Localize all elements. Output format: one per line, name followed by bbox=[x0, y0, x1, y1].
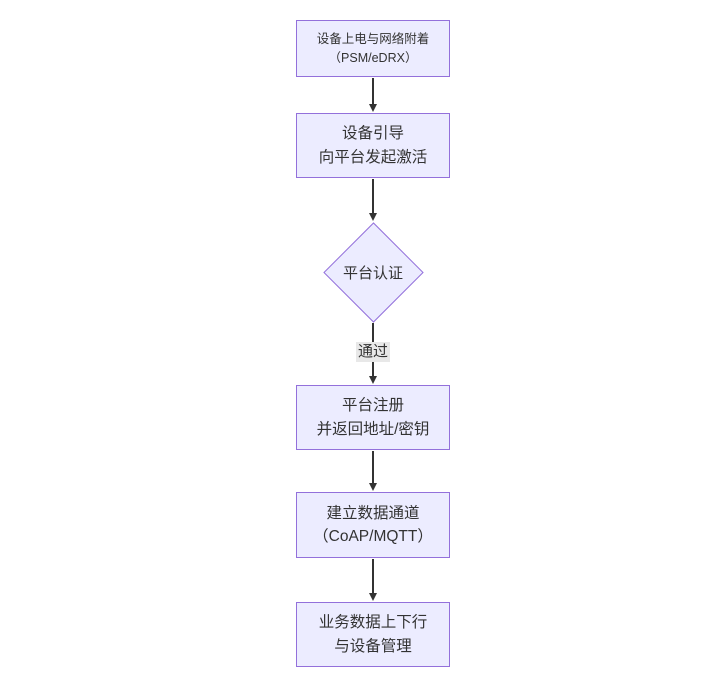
node-text-line: 设备上电与网络附着 bbox=[316, 31, 430, 46]
node-establish-data-channel: 建立数据通道 （CoAP/MQTT） bbox=[296, 492, 450, 558]
arrow-line bbox=[372, 179, 374, 214]
arrowhead-down-icon bbox=[368, 593, 377, 601]
arrow-line bbox=[372, 78, 374, 105]
node-text-line: （PSM/eDRX） bbox=[328, 50, 418, 65]
node-device-bootstrap-activation: 设备引导 向平台发起激活 bbox=[296, 113, 450, 178]
edge-label-pass: 通过 bbox=[355, 342, 391, 362]
node-text-line: 平台注册 bbox=[341, 397, 404, 415]
node-text-line: 建立数据通道 bbox=[326, 504, 420, 522]
arrowhead-down-icon bbox=[368, 483, 377, 491]
decision-platform-auth: 平台认证 bbox=[322, 221, 424, 323]
decision-label: 平台认证 bbox=[342, 264, 403, 282]
arrow-line bbox=[372, 451, 374, 484]
node-text-line: 设备引导 bbox=[341, 125, 404, 143]
node-platform-register: 平台注册 并返回地址/密钥 bbox=[296, 385, 450, 450]
node-text-line: 向平台发起激活 bbox=[318, 148, 428, 166]
arrowhead-down-icon bbox=[368, 213, 377, 221]
node-text-line: 与设备管理 bbox=[334, 637, 412, 655]
arrow-line bbox=[372, 559, 374, 594]
node-text-line: （CoAP/MQTT） bbox=[313, 528, 433, 545]
node-business-data-device-mgmt: 业务数据上下行 与设备管理 bbox=[296, 602, 450, 667]
node-text-line: 并返回地址/密钥 bbox=[316, 420, 430, 438]
node-text-line: 业务数据上下行 bbox=[318, 614, 428, 632]
arrowhead-down-icon bbox=[368, 104, 377, 112]
node-power-on-network-attach: 设备上电与网络附着 （PSM/eDRX） bbox=[296, 20, 450, 77]
arrowhead-down-icon bbox=[368, 376, 377, 384]
